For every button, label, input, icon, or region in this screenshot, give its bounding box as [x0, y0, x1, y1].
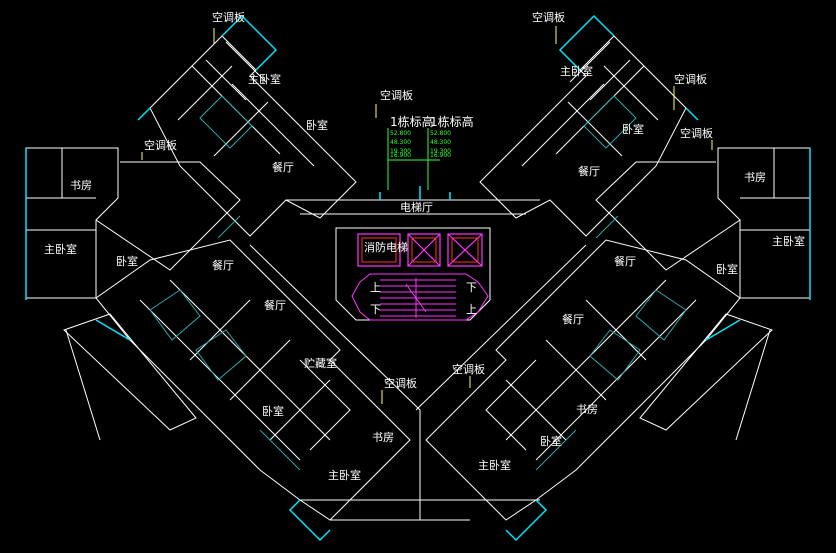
label-ac-8: 空调板: [384, 377, 417, 390]
stairs: [351, 273, 489, 321]
label-dining-4: 餐厅: [614, 255, 636, 268]
label-master-bed-2: 主卧室: [560, 65, 593, 78]
label-master-bed-3: 主卧室: [44, 243, 77, 256]
label-ac-6: 空调板: [680, 127, 713, 140]
elevation-value: 19.300: [430, 148, 451, 155]
label-study-4: 书房: [576, 403, 598, 416]
elevator-inner: [361, 237, 479, 263]
label-ac-7: 空调板: [452, 363, 485, 376]
label-stair-down-2: 下: [466, 281, 477, 294]
label-dining-3: 餐厅: [212, 259, 234, 272]
elevation-value: 52.800: [390, 130, 411, 137]
elevation-value: 48.300: [430, 139, 451, 146]
label-study-3: 书房: [372, 431, 394, 444]
label-bedroom-2: 卧室: [622, 123, 644, 136]
label-stair-up-2: 上: [466, 303, 477, 316]
label-stair-up-1: 上: [370, 281, 381, 294]
label-dining-2: 餐厅: [578, 165, 600, 178]
label-ac-4: 空调板: [380, 89, 413, 102]
elevation-value: 16.900: [430, 152, 451, 159]
elevation-value: 19.300: [390, 148, 411, 155]
walls: [25, 35, 811, 521]
elevators: [357, 233, 483, 267]
elevation-markers: [387, 128, 440, 190]
label-dining-6: 餐厅: [562, 313, 584, 326]
label-dining-1: 餐厅: [272, 161, 294, 174]
label-ac-1: 空调板: [212, 11, 245, 24]
label-ac-5: 空调板: [144, 139, 177, 152]
label-bedroom-6: 卧室: [540, 435, 562, 448]
label-bedroom-3: 卧室: [116, 255, 138, 268]
label-dining-5: 餐厅: [264, 299, 286, 312]
label-fire-elevator: 消防电梯: [364, 241, 408, 254]
label-floor-height-2: 1栋标高: [430, 115, 474, 129]
elevation-value: 48.300: [390, 139, 411, 146]
elevation-value: 52.800: [430, 130, 451, 137]
label-floor-height-1: 1栋标高: [390, 115, 434, 129]
leaders: [141, 26, 713, 404]
windows: [25, 14, 811, 542]
furniture: [149, 95, 687, 471]
elevation-value: 16.900: [390, 152, 411, 159]
label-storage: 贮藏室: [304, 357, 337, 370]
label-master-bed-4: 主卧室: [772, 235, 805, 248]
label-master-bed-5: 主卧室: [328, 469, 361, 482]
label-elevator-hall: 电梯厅: [400, 201, 433, 214]
label-bedroom-5: 卧室: [262, 405, 284, 418]
label-study-2: 书房: [744, 171, 766, 184]
label-ac-3: 空调板: [674, 73, 707, 86]
label-master-bed-1: 主卧室: [248, 73, 281, 86]
label-bedroom-4: 卧室: [716, 263, 738, 276]
label-ac-2: 空调板: [532, 11, 565, 24]
label-stair-down-1: 下: [370, 303, 381, 316]
label-study-1: 书房: [70, 179, 92, 192]
label-master-bed-6: 主卧室: [478, 459, 511, 472]
label-bedroom-1: 卧室: [306, 119, 328, 132]
